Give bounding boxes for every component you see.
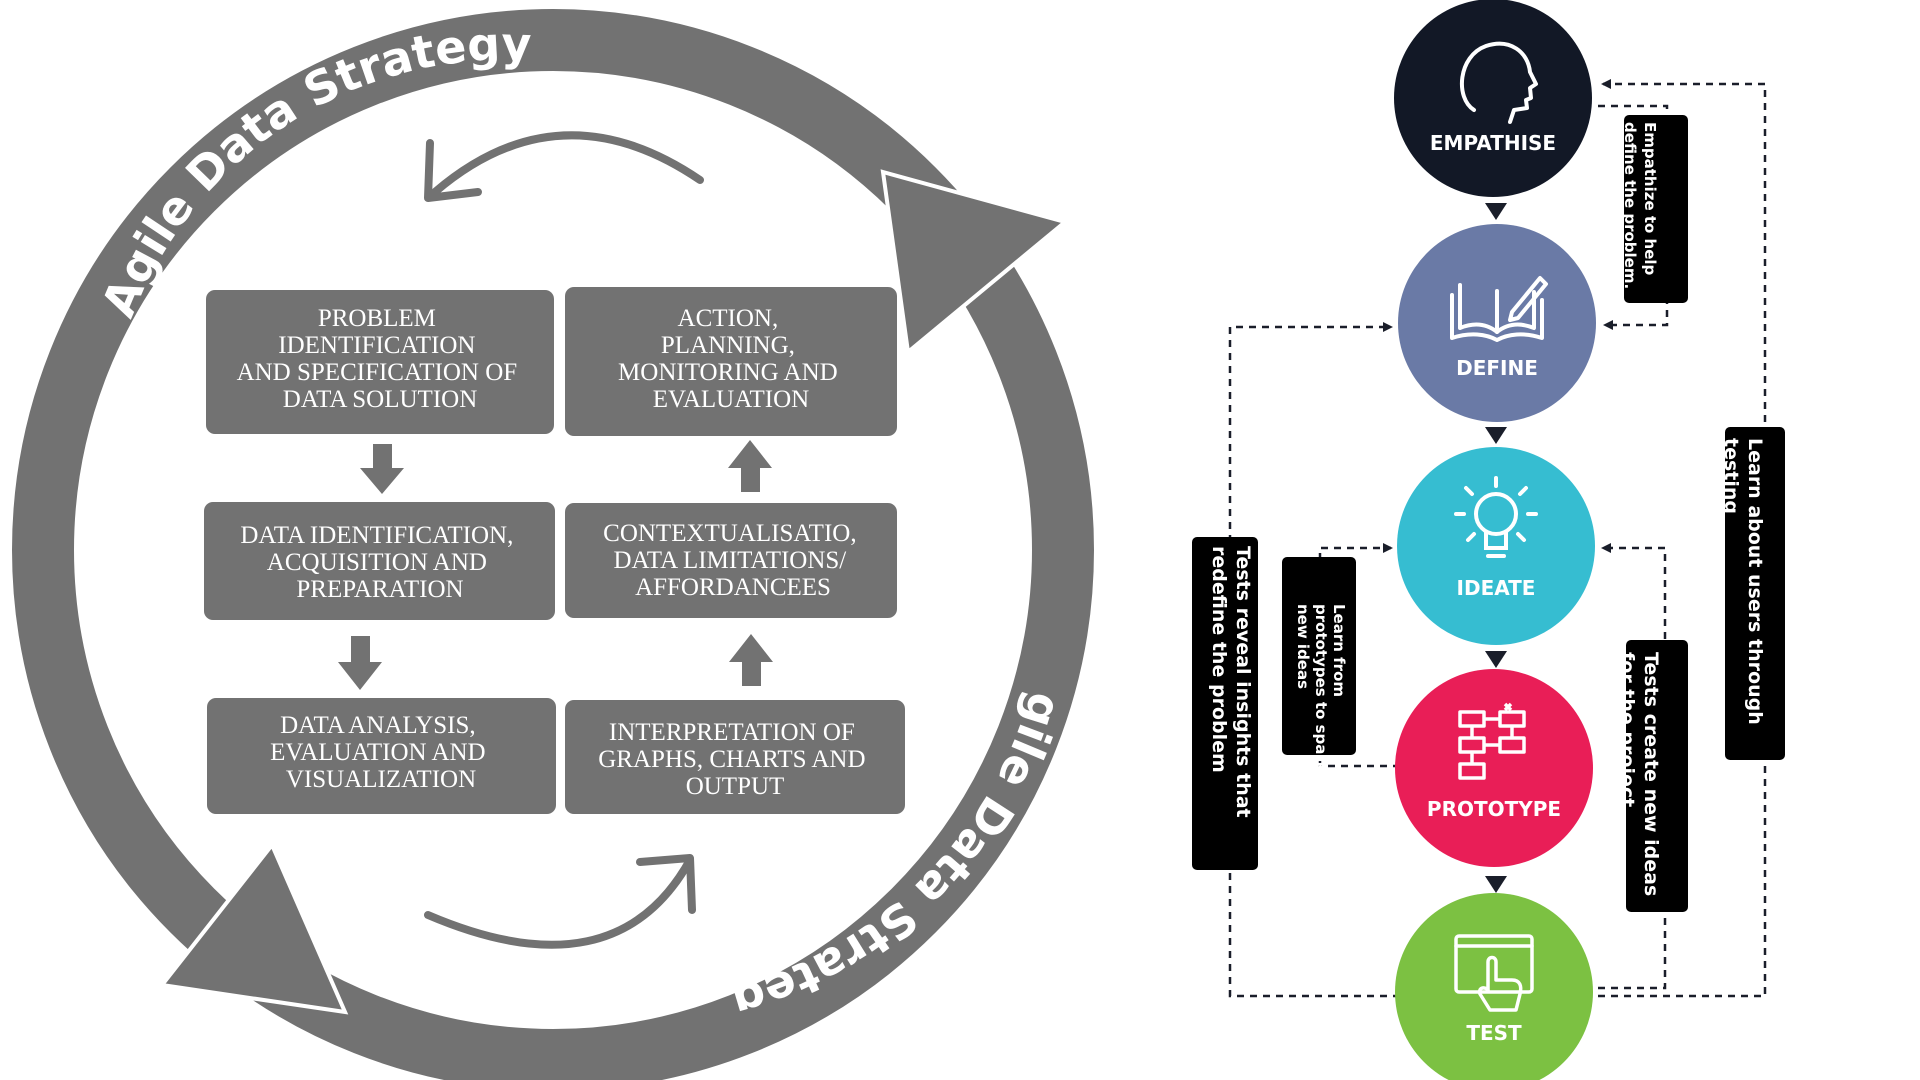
node-test: TEST: [1395, 893, 1593, 1080]
inner-curved-arrow-top: [431, 131, 704, 196]
svg-text:Tests reveal insights that: Tests reveal insights that redefine the …: [1208, 546, 1254, 824]
ring-arrowhead-bottom-left: [158, 841, 349, 1015]
down-arrow-2: [338, 636, 382, 690]
connector-tests-reveal: [1228, 322, 1400, 998]
box-interpretation: INTERPRETATION OF GRAPHS, CHARTS AND OUT…: [565, 700, 905, 814]
node-test-label: TEST: [1466, 1021, 1522, 1045]
inner-curved-arrow-bottom: [424, 856, 694, 949]
flowchart-icon: [1458, 702, 1526, 780]
node-prototype: PROTOTYPE: [1395, 669, 1593, 867]
note-learn-prototypes: Learn from prototypes to spark new ideas: [1282, 557, 1356, 777]
flow-arrow-3: [1485, 651, 1507, 668]
svg-text:Tests create new ideas: Tests create new ideas for the project: [1616, 652, 1662, 903]
box-problem-identification: PROBLEM IDENTIFICATION AND SPECIFICATION…: [206, 290, 554, 434]
box-contextualisation: CONTEXTUALISATIO, DATA LIMITATIONS/ AFFO…: [565, 503, 897, 618]
note-tests-create: Tests create new ideas for the project: [1616, 640, 1688, 912]
connector-empathise-define: [1598, 104, 1669, 330]
design-thinking-flow: EMPATHISE DEFINE: [1192, 0, 1785, 1080]
book-icon: [1450, 276, 1548, 342]
lightbulb-icon: [1454, 476, 1538, 558]
box-action-planning: ACTION, PLANNING, MONITORING AND EVALUAT…: [565, 287, 897, 436]
box-problem-text: PROBLEM IDENTIFICATION AND SPECIFICATION…: [237, 305, 524, 413]
flow-arrow-2: [1485, 427, 1507, 444]
agile-ring: [12, 9, 1094, 1080]
flow-arrow-4: [1485, 876, 1507, 893]
note-empathize-define: Empathize to help define the problem.: [1621, 115, 1688, 303]
box-interpretation-text: INTERPRETATION OF GRAPHS, CHARTS AND OUT…: [598, 719, 872, 800]
svg-text:Empathize to help defi: Empathize to help define the problem.: [1621, 122, 1659, 289]
box-contextualisation-text: CONTEXTUALISATIO, DATA LIMITATIONS/ AFFO…: [603, 520, 863, 601]
agile-cycle: Agile Data Strategy Agile Data Strategy …: [12, 9, 1094, 1080]
box-data-analysis-text: DATA ANALYSIS, EVALUATION AND VISUALIZAT…: [270, 712, 492, 793]
ring-arrowhead-top-right: [880, 169, 1070, 356]
node-test-circle: [1395, 893, 1593, 1080]
node-define: DEFINE: [1398, 224, 1596, 422]
svg-text:Learn about users through: Learn about users through testing: [1720, 438, 1766, 731]
node-ideate: IDEATE: [1397, 447, 1595, 645]
node-define-label: DEFINE: [1456, 356, 1538, 380]
box-data-identification: DATA IDENTIFICATION, ACQUISITION AND PRE…: [204, 502, 555, 620]
box-action-text: ACTION, PLANNING, MONITORING AND EVALUAT…: [618, 305, 844, 413]
inner-curved-arrow-top-head: [424, 139, 482, 202]
node-prototype-circle: [1395, 669, 1593, 867]
inner-curved-arrow-bottom-head: [636, 854, 696, 914]
connector-learn-testing: [1598, 79, 1767, 998]
flow-arrow-1: [1485, 203, 1507, 220]
node-prototype-label: PROTOTYPE: [1427, 797, 1561, 821]
node-empathise-label: EMPATHISE: [1430, 131, 1556, 155]
up-arrow-1: [728, 440, 772, 492]
note-learn-testing: Learn about users through testing: [1720, 427, 1785, 760]
box-data-analysis: DATA ANALYSIS, EVALUATION AND VISUALIZAT…: [207, 698, 556, 814]
head-icon: [1459, 41, 1538, 124]
svg-text:Learn from prototypes: Learn from prototypes to spark new ideas: [1294, 604, 1348, 777]
down-arrow-1: [360, 444, 404, 494]
up-arrow-2: [729, 634, 773, 686]
pointer-icon: [1454, 934, 1534, 1012]
node-ideate-label: IDEATE: [1457, 576, 1536, 600]
note-tests-reveal: Tests reveal insights that redefine the …: [1192, 537, 1258, 870]
node-empathise-circle: [1394, 0, 1592, 197]
node-empathise: EMPATHISE: [1394, 0, 1592, 197]
box-data-identification-text: DATA IDENTIFICATION, ACQUISITION AND PRE…: [240, 522, 519, 603]
